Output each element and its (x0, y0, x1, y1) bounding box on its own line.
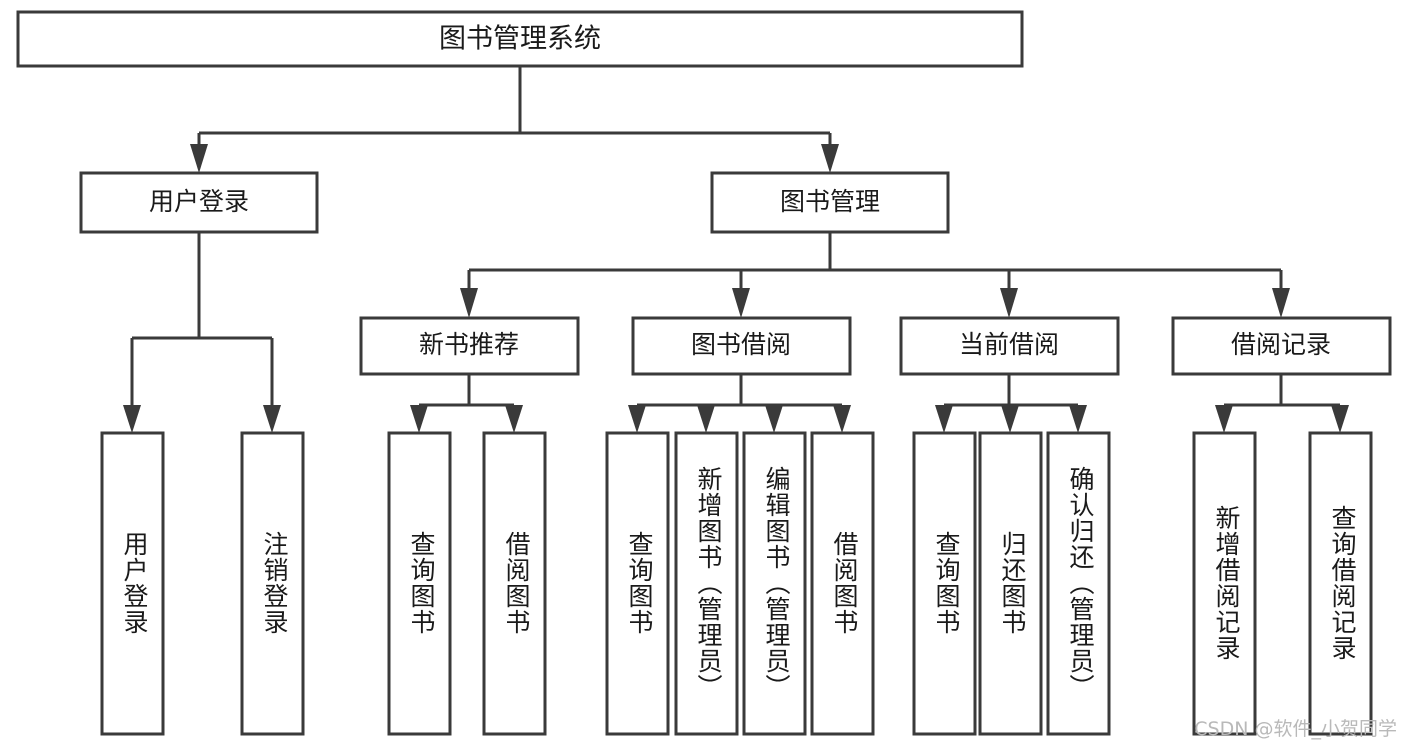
arrow-borrow-record (1272, 288, 1290, 318)
node-leaf-add-book[interactable]: 新增图书（管理员） (674, 431, 739, 736)
node-current-borrow[interactable]: 当前借阅 (899, 316, 1120, 376)
arrow-leaf-logout-login (263, 405, 281, 433)
connector-layer (123, 66, 1349, 433)
arrow-leaf-query-book-1 (410, 405, 428, 433)
leaf-confirm-return-label: 确认归还（管理员） (1066, 466, 1095, 700)
arrow-current-borrow (1000, 288, 1018, 318)
leaf-query-book-3-box[interactable] (912, 431, 977, 736)
root-box[interactable] (16, 10, 1024, 68)
arrow-new-book-recommend (460, 288, 478, 318)
leaf-edit-book-label: 编辑图书（管理员） (762, 466, 791, 700)
leaf-query-record-label: 查询借阅记录 (1328, 505, 1357, 661)
book-borrow-label: 图书借阅 (691, 330, 791, 359)
leaf-add-record-box[interactable] (1192, 431, 1257, 736)
node-book-borrow[interactable]: 图书借阅 (631, 316, 852, 376)
new-book-recommend-label: 新书推荐 (419, 330, 519, 359)
current-borrow-label: 当前借阅 (959, 330, 1059, 359)
arrow-user-login (190, 144, 208, 173)
leaf-borrow-book-1-box[interactable] (482, 431, 547, 736)
node-new-book-recommend[interactable]: 新书推荐 (359, 316, 580, 376)
leaf-borrow-book-2-box[interactable] (810, 431, 875, 736)
arrow-book-manage (821, 144, 839, 173)
leaf-query-book-2-label: 查询图书 (625, 531, 654, 635)
leaf-query-book-2-box[interactable] (605, 431, 670, 736)
node-leaf-borrow-book-1[interactable]: 借阅图书 (482, 431, 547, 736)
leaf-edit-book-box[interactable] (742, 431, 807, 736)
node-book-manage[interactable]: 图书管理 (710, 171, 950, 234)
arrow-leaf-query-record (1331, 405, 1349, 433)
leaf-logout-login-box[interactable] (240, 431, 305, 736)
leaf-user-login-label: 用户登录 (120, 531, 149, 635)
leaf-return-book-label: 归还图书 (998, 531, 1027, 635)
user-login-box[interactable] (79, 171, 319, 234)
leaf-borrow-book-2-label: 借阅图书 (830, 531, 859, 635)
new-book-recommend-box[interactable] (359, 316, 580, 376)
leaf-query-book-3-label: 查询图书 (932, 531, 961, 635)
borrow-record-label: 借阅记录 (1231, 330, 1331, 359)
node-root[interactable]: 图书管理系统 (16, 10, 1024, 68)
arrow-leaf-query-book-3 (935, 405, 953, 433)
leaf-return-book-box[interactable] (978, 431, 1043, 736)
node-leaf-query-book-2[interactable]: 查询图书 (605, 431, 670, 736)
leaf-borrow-book-1-label: 借阅图书 (502, 531, 531, 635)
leaf-user-login-box[interactable] (100, 431, 165, 736)
leaf-add-record-label: 新增借阅记录 (1212, 505, 1241, 661)
arrow-leaf-confirm-return (1069, 405, 1087, 433)
borrow-record-box[interactable] (1171, 316, 1392, 376)
node-borrow-record[interactable]: 借阅记录 (1171, 316, 1392, 376)
leaf-add-book-box[interactable] (674, 431, 739, 736)
leaf-confirm-return-box[interactable] (1046, 431, 1111, 736)
leaf-add-book-label: 新增图书（管理员） (694, 466, 723, 700)
user-login-label: 用户登录 (149, 187, 249, 216)
leaf-query-record-box[interactable] (1308, 431, 1373, 736)
leaf-logout-login-label: 注销登录 (260, 531, 289, 635)
node-leaf-borrow-book-2[interactable]: 借阅图书 (810, 431, 875, 736)
node-leaf-confirm-return[interactable]: 确认归还（管理员） (1046, 431, 1111, 736)
node-user-login[interactable]: 用户登录 (79, 171, 319, 234)
book-manage-box[interactable] (710, 171, 950, 234)
root-label: 图书管理系统 (439, 24, 601, 55)
arrow-leaf-user-login (123, 405, 141, 433)
current-borrow-box[interactable] (899, 316, 1120, 376)
arrow-leaf-add-book (697, 405, 715, 433)
node-leaf-query-book-3[interactable]: 查询图书 (912, 431, 977, 736)
node-leaf-query-book-1[interactable]: 查询图书 (387, 431, 452, 736)
node-leaf-return-book[interactable]: 归还图书 (978, 431, 1043, 736)
arrow-book-borrow (732, 288, 750, 318)
book-manage-label: 图书管理 (780, 187, 880, 216)
node-leaf-query-record[interactable]: 查询借阅记录 (1308, 431, 1373, 736)
arrow-leaf-borrow-book-2 (833, 405, 851, 433)
leaf-query-book-1-label: 查询图书 (407, 531, 436, 635)
arrow-leaf-return-book (1001, 405, 1019, 433)
arrow-leaf-query-book-2 (628, 405, 646, 433)
arrow-leaf-edit-book (765, 405, 783, 433)
node-leaf-user-login[interactable]: 用户登录 (100, 431, 165, 736)
arrow-leaf-add-record (1215, 405, 1233, 433)
node-leaf-add-record[interactable]: 新增借阅记录 (1192, 431, 1257, 736)
leaf-query-book-1-box[interactable] (387, 431, 452, 736)
node-leaf-edit-book[interactable]: 编辑图书（管理员） (742, 431, 807, 736)
arrow-leaf-borrow-book-1 (505, 405, 523, 433)
book-borrow-box[interactable] (631, 316, 852, 376)
node-leaf-logout-login[interactable]: 注销登录 (240, 431, 305, 736)
